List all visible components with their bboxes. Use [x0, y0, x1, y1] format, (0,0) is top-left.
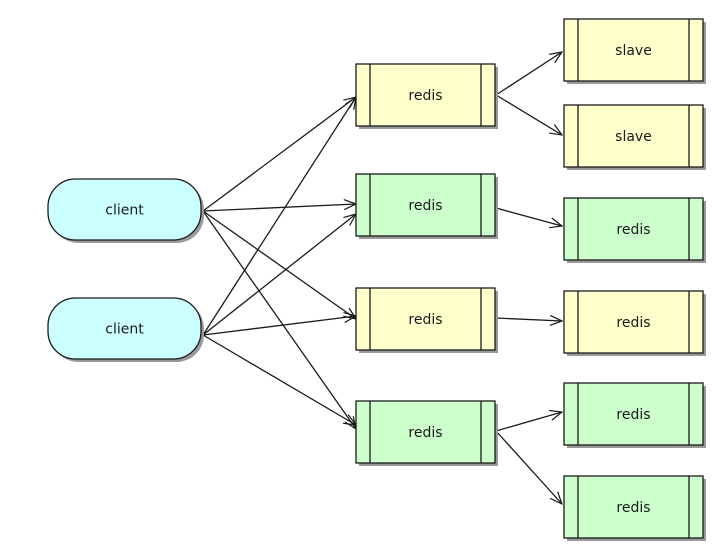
client-pill-shape [47, 178, 202, 241]
connector-layer [202, 52, 562, 504]
arrow-client2-to-redis1 [202, 97, 356, 336]
node-replica4a: redis [563, 382, 706, 448]
process-box-shape [563, 382, 704, 446]
node-slave2: slave [563, 104, 706, 170]
node-client2: client [47, 297, 204, 362]
node-label: redis [616, 407, 650, 423]
process-box-shape [563, 104, 704, 168]
arrow-redis3-to-replica3 [495, 318, 562, 321]
process-box-shape [355, 400, 496, 464]
node-redis1: redis [355, 63, 498, 129]
arrow-client1-to-redis2 [202, 204, 356, 212]
process-box-shape [355, 287, 496, 351]
process-box-shape [355, 173, 496, 237]
arrow-redis4-to-replica4b [495, 430, 562, 504]
node-label: slave [615, 129, 652, 145]
arrow-client1-to-redis3 [202, 210, 356, 319]
node-label: redis [408, 312, 442, 328]
arrow-redis2-to-replica2 [495, 207, 562, 226]
node-redis3: redis [355, 287, 498, 353]
node-redis4: redis [355, 400, 498, 466]
node-label: redis [408, 425, 442, 441]
node-replica3: redis [563, 290, 706, 356]
node-label: client [105, 322, 144, 338]
arrow-client1-to-redis1 [202, 97, 356, 212]
node-replica4b: redis [563, 475, 706, 541]
node-label: redis [616, 500, 650, 516]
process-box-shape [355, 63, 496, 127]
node-label: redis [408, 198, 442, 214]
node-slave1: slave [563, 18, 706, 84]
node-label: slave [615, 43, 652, 59]
arrow-client2-to-redis4 [202, 334, 356, 425]
arrow-redis4-to-replica4a [495, 412, 562, 432]
arrow-redis1-to-slave2 [495, 94, 562, 135]
node-label: redis [616, 315, 650, 331]
process-box-shape [563, 18, 704, 82]
node-client1: client [47, 178, 204, 243]
process-box-shape [563, 290, 704, 354]
node-redis2: redis [355, 173, 498, 239]
arrow-client1-to-redis4 [202, 210, 356, 429]
arrow-client2-to-redis3 [202, 316, 356, 336]
arrow-client2-to-redis2 [202, 214, 356, 336]
node-replica2: redis [563, 197, 706, 263]
node-layer: client client redis redis redis redis slave sla… [47, 18, 706, 541]
client-pill-shape [47, 297, 202, 360]
node-label: redis [408, 88, 442, 104]
arrow-redis1-to-slave1 [495, 52, 562, 96]
node-label: client [105, 203, 144, 219]
node-label: redis [616, 222, 650, 238]
process-box-shape [563, 197, 704, 261]
process-box-shape [563, 475, 704, 539]
